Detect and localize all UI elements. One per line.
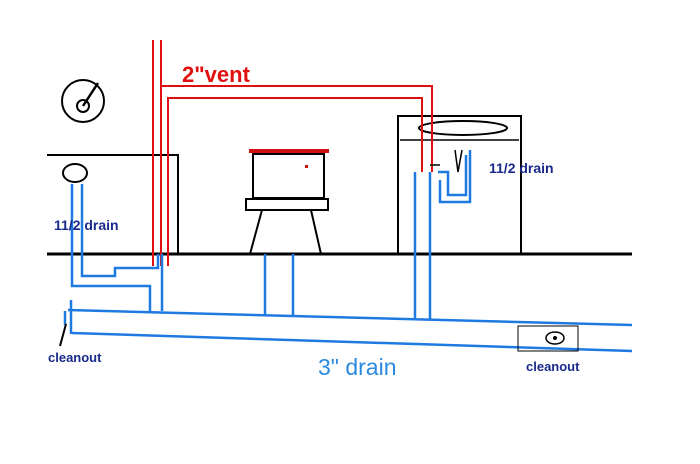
lavatory-sink <box>62 163 88 183</box>
cleanout-pointer <box>59 323 67 347</box>
main-drain-label: 3" drain <box>318 354 397 380</box>
cleanout-left-label: cleanout <box>48 350 102 365</box>
cleanout-right-label: cleanout <box>526 359 580 374</box>
toilet <box>245 149 329 255</box>
cleanout-box <box>517 325 579 352</box>
drain-right-label: 11/2 drain <box>489 160 554 176</box>
vent-label: 2"vent <box>182 62 250 87</box>
vanity-cabinet <box>47 154 179 254</box>
vent-pipes <box>152 40 433 266</box>
drain-left-label: 11/2 drain <box>54 217 119 233</box>
gauge-icon <box>61 79 105 123</box>
tub-drain-stub <box>430 149 463 173</box>
drain-pipes <box>63 150 633 353</box>
bathtub <box>397 115 522 254</box>
